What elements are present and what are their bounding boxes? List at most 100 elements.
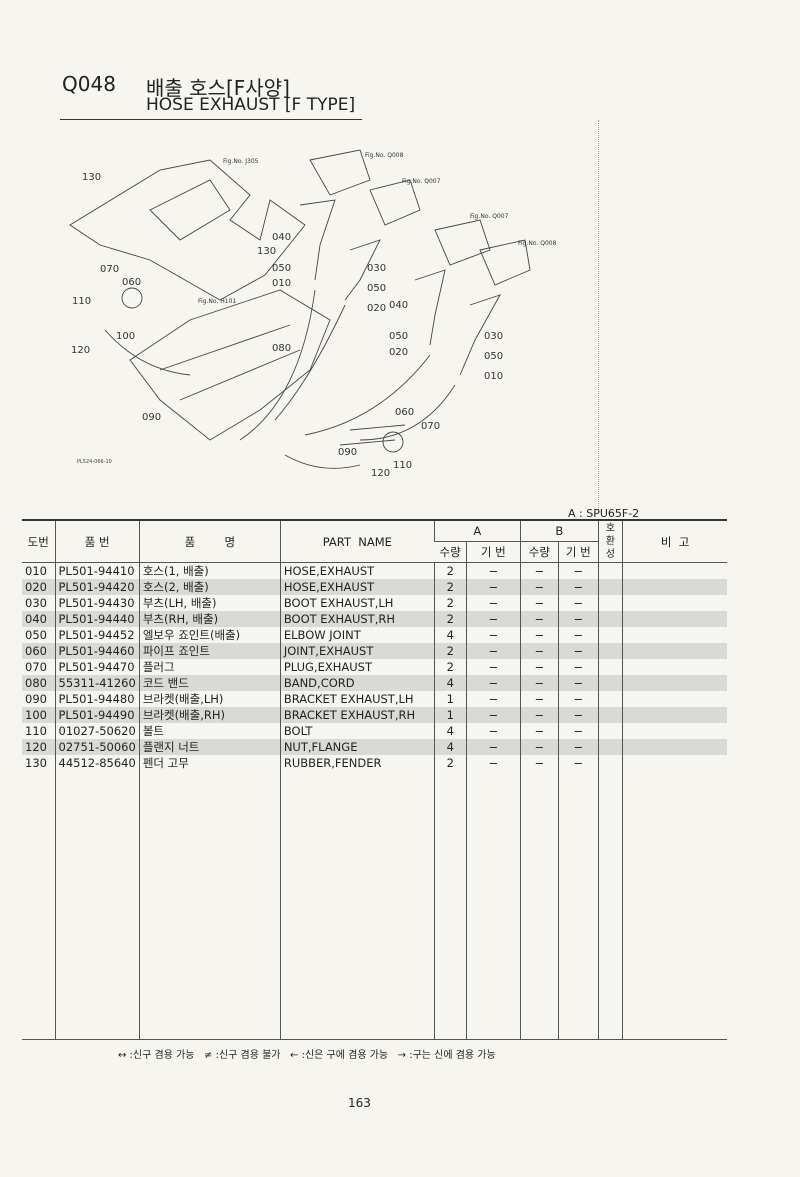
cell-b-serial: − [557, 611, 599, 627]
section-code: Q048 [62, 72, 116, 96]
cell-ref: 130 [25, 756, 47, 770]
cell-b-serial: − [557, 579, 599, 595]
cell-compat [597, 675, 623, 691]
cell-compat [597, 707, 623, 723]
cell-ref: 070 [25, 660, 47, 674]
cell-remarks [621, 755, 728, 771]
col-name-ko: 품 명 [138, 519, 281, 563]
empty-cell [279, 771, 435, 1040]
cell-b-qty: − [519, 755, 559, 771]
cell-name-ko: 부츠(LH, 배출) [138, 595, 281, 611]
empty-cell [557, 771, 599, 1040]
cell-remarks [621, 643, 728, 659]
cell-compat [597, 643, 623, 659]
callout: 040 [272, 232, 292, 243]
cell-name-ko: 파이프 죠인트 [138, 643, 281, 659]
callout: 020 [389, 347, 409, 358]
cell-compat [597, 627, 623, 643]
cell-a-serial: − [465, 611, 521, 627]
cell-b-serial: − [557, 691, 599, 707]
cell-compat [597, 562, 623, 579]
cell-b-qty: − [519, 562, 559, 579]
cell-a-qty: 4 [433, 675, 467, 691]
cell-part-no: 44512-85640 [54, 755, 140, 771]
cell-compat [597, 595, 623, 611]
empty-cell [138, 771, 281, 1040]
cell-a-serial: − [465, 707, 521, 723]
callout: 120 [371, 468, 391, 479]
cell-compat [597, 755, 623, 771]
cell-part-no: PL501-94470 [54, 659, 140, 675]
cell-part-no: PL501-94480 [54, 691, 140, 707]
cell-ref: 100 [22, 707, 55, 723]
cell-ref: 060 [22, 643, 55, 659]
empty-cell [22, 771, 55, 1040]
callout: 060 [395, 407, 415, 418]
callout: 020 [367, 303, 387, 314]
cell-part-name: BRACKET EXHAUST,LH [279, 691, 435, 707]
cell-b-qty: − [519, 595, 559, 611]
col-part-no: 품 번 [54, 519, 140, 563]
cell-ref: 030 [25, 596, 47, 610]
cell-a-qty: 2 [433, 643, 467, 659]
cell-b-qty: − [519, 611, 559, 627]
cell-remarks [621, 691, 728, 707]
cell-part-name: BAND,CORD [279, 675, 435, 691]
cell-part-no: PL501-94440 [54, 611, 140, 627]
cell-compat [597, 579, 623, 595]
callout: 080 [272, 343, 292, 354]
cell-a-serial: − [465, 579, 521, 595]
fig-ref-q007: Fig.No. Q007 [402, 178, 441, 185]
cell-part-no: PL501-94420 [54, 579, 140, 595]
cell-name-ko: 브라켓(배출,LH) [138, 691, 281, 707]
callout: 050 [272, 263, 292, 274]
cell-a-qty: 4 [433, 627, 467, 643]
title-underline [60, 119, 362, 120]
cell-part-name: NUT,FLANGE [279, 739, 435, 755]
empty-cell [433, 771, 467, 1040]
cell-name-ko: 호스(2, 배출) [138, 579, 281, 595]
title-korean: 배출 호스[F사양] [146, 76, 290, 100]
cell-remarks [621, 595, 728, 611]
callout: 110 [72, 296, 92, 307]
cell-a-serial: − [465, 643, 521, 659]
empty-cell [519, 771, 559, 1040]
cell-part-no: 02751-50060 [54, 739, 140, 755]
cell-remarks [621, 579, 728, 595]
callout: 030 [367, 263, 387, 274]
cell-compat [597, 691, 623, 707]
drawing-id: PL524-066-10 [77, 459, 112, 465]
fig-ref-q007: Fig.No. Q007 [470, 213, 509, 220]
cell-a-serial: − [465, 691, 521, 707]
cell-b-serial: − [557, 595, 599, 611]
cell-ref: 020 [22, 579, 55, 595]
cell-a-qty: 1 [433, 707, 467, 723]
cell-part-name: BRACKET EXHAUST,RH [279, 707, 435, 723]
cell-b-qty: − [519, 723, 559, 739]
cell-b-serial: − [557, 659, 599, 675]
cell-b-serial: − [557, 562, 599, 579]
cell-name-ko: 호스(1, 배출) [138, 562, 281, 579]
cell-a-serial: − [465, 675, 521, 691]
cell-a-serial: − [465, 723, 521, 739]
cell-b-serial: − [557, 627, 599, 643]
cell-part-name: BOLT [279, 723, 435, 739]
fig-ref-h101: Fig.No. H101 [198, 298, 237, 305]
cell-ref: 050 [25, 628, 47, 642]
cell-part-name: PLUG,EXHAUST [279, 659, 435, 675]
cell-compat [597, 611, 623, 627]
cell-part-name: HOSE,EXHAUST [279, 579, 435, 595]
cell-remarks [621, 611, 728, 627]
col-group-b: B [519, 519, 599, 542]
col-ref: 도번 [22, 519, 55, 563]
title-english: HOSE EXHAUST [F TYPE] [146, 95, 356, 115]
cell-part-name: RUBBER,FENDER [279, 755, 435, 771]
cell-remarks [621, 562, 728, 579]
col-compat: 호 환 성 [597, 519, 623, 563]
